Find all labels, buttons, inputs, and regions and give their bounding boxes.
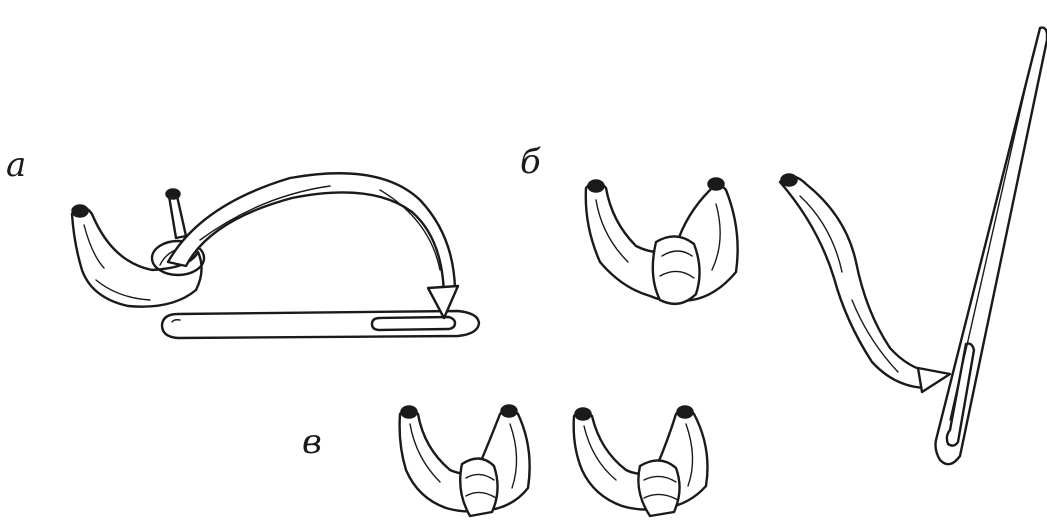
thread-arrow-tip (918, 368, 950, 392)
panel-a-thread-stub (166, 189, 186, 238)
thread-end-blob (166, 189, 180, 199)
thread-end-blob (501, 405, 517, 417)
panel-a-thread-arch (168, 173, 458, 318)
thread-end-blob (401, 406, 417, 418)
panel-a-needle (162, 311, 479, 338)
thread-end-blob (677, 406, 693, 418)
panel-b-folded-threads (586, 178, 738, 304)
thread-end-blob (575, 408, 591, 420)
panel-b-thread-to-needle (780, 174, 950, 392)
panel-v (400, 405, 708, 516)
thread-end-blob (708, 178, 724, 190)
panel-v-left-threads (400, 405, 530, 516)
panel-a (72, 173, 479, 338)
thread-end-blob (781, 174, 797, 186)
thread-end-blob (588, 180, 604, 192)
panel-b-needle (936, 28, 1047, 465)
panel-b (586, 28, 1047, 465)
thread-end-blob (72, 205, 88, 217)
panel-v-right-threads (574, 406, 708, 516)
